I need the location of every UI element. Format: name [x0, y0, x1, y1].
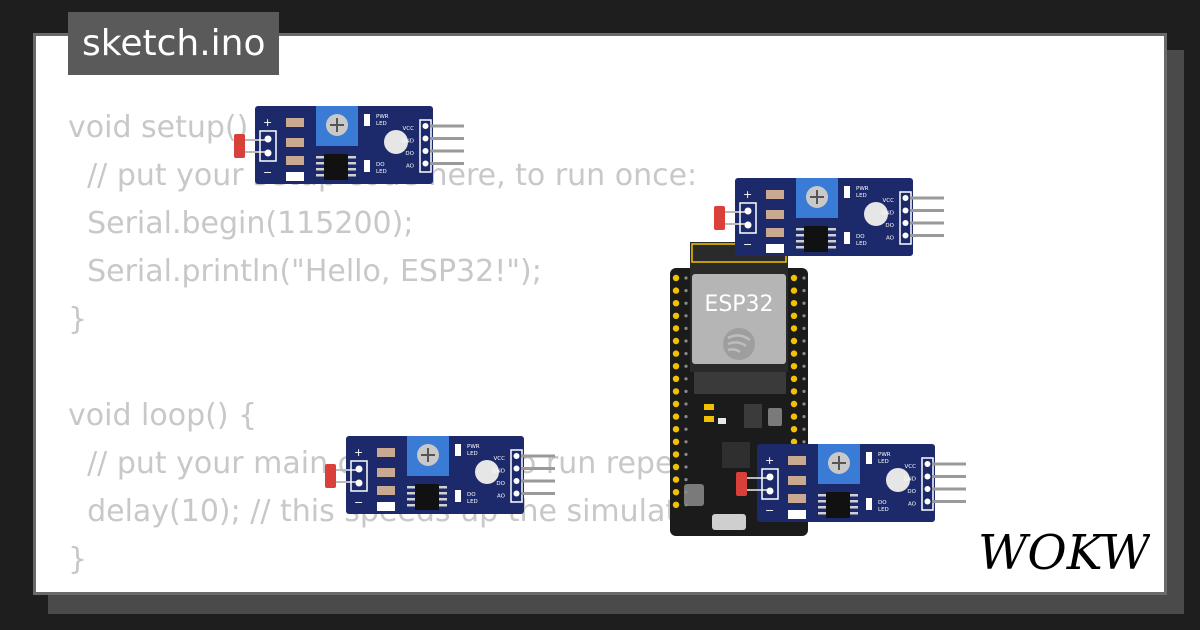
pin-label: GND: [881, 211, 894, 217]
pin-label: VCC: [403, 126, 415, 132]
pin-label: DO: [885, 223, 894, 229]
pin-label: DO: [496, 481, 505, 487]
pwr-led-label: PWR: [856, 186, 869, 192]
do-led-label: LED: [467, 499, 478, 505]
led-icon: [384, 130, 408, 154]
pin-header-left: [672, 274, 688, 508]
led-icon: [864, 202, 888, 226]
plus-label: +: [743, 188, 752, 201]
pwr-led-label: LED: [856, 193, 867, 199]
pin-label: DO: [907, 489, 916, 495]
pwr-led-label: PWR: [376, 114, 389, 120]
code-line: Serial.begin(115200);: [68, 206, 414, 241]
pwr-led-label: LED: [467, 451, 478, 457]
pin-label: GND: [492, 469, 505, 475]
pwr-led-label: LED: [376, 121, 387, 127]
pin-label: VCC: [494, 456, 506, 462]
pin-label: AO: [908, 502, 917, 508]
do-led-label: LED: [376, 169, 387, 175]
photoresistor-icon: [714, 206, 725, 230]
do-led-label: DO: [856, 234, 865, 240]
do-led-label: DO: [376, 162, 385, 168]
pin-label: AO: [886, 236, 895, 242]
espressif-logo-icon: [723, 328, 755, 360]
file-tab[interactable]: sketch.ino: [68, 12, 280, 75]
photoresistor-icon: [234, 134, 245, 158]
canvas-card: [33, 33, 1167, 595]
code-line: }: [68, 302, 88, 337]
svg-text:WOKWi: WOKWi: [978, 525, 1150, 578]
minus-label: −: [263, 166, 272, 179]
pin-label: AO: [406, 164, 415, 170]
pin-label: VCC: [905, 464, 917, 470]
pwr-led-label: PWR: [878, 452, 891, 458]
minus-label: −: [354, 496, 363, 509]
do-led-label: DO: [467, 492, 476, 498]
minus-label: −: [765, 504, 774, 517]
do-led-label: LED: [878, 507, 889, 513]
photoresistor-icon: [325, 464, 336, 488]
pin-label: GND: [401, 139, 414, 145]
minus-label: −: [743, 238, 752, 251]
photoresistor-icon: [736, 472, 747, 496]
pwr-led-label: PWR: [467, 444, 480, 450]
plus-label: +: [354, 446, 363, 459]
led-icon: [475, 460, 499, 484]
code-line: void loop() {: [68, 398, 258, 433]
pin-label: DO: [405, 151, 414, 157]
wokwi-logo: WOKWi: [978, 525, 1150, 578]
esp32-label: ESP32: [704, 292, 773, 317]
pin-label: VCC: [883, 198, 895, 204]
pin-label: AO: [497, 494, 506, 500]
plus-label: +: [765, 454, 774, 467]
pwr-led-label: LED: [878, 459, 889, 465]
pin-label: GND: [903, 477, 916, 483]
do-led-label: DO: [878, 500, 887, 506]
plus-label: +: [263, 116, 272, 129]
do-led-label: LED: [856, 241, 867, 247]
led-icon: [886, 468, 910, 492]
code-line: Serial.println("Hello, ESP32!");: [68, 254, 542, 289]
code-line: }: [68, 542, 88, 577]
